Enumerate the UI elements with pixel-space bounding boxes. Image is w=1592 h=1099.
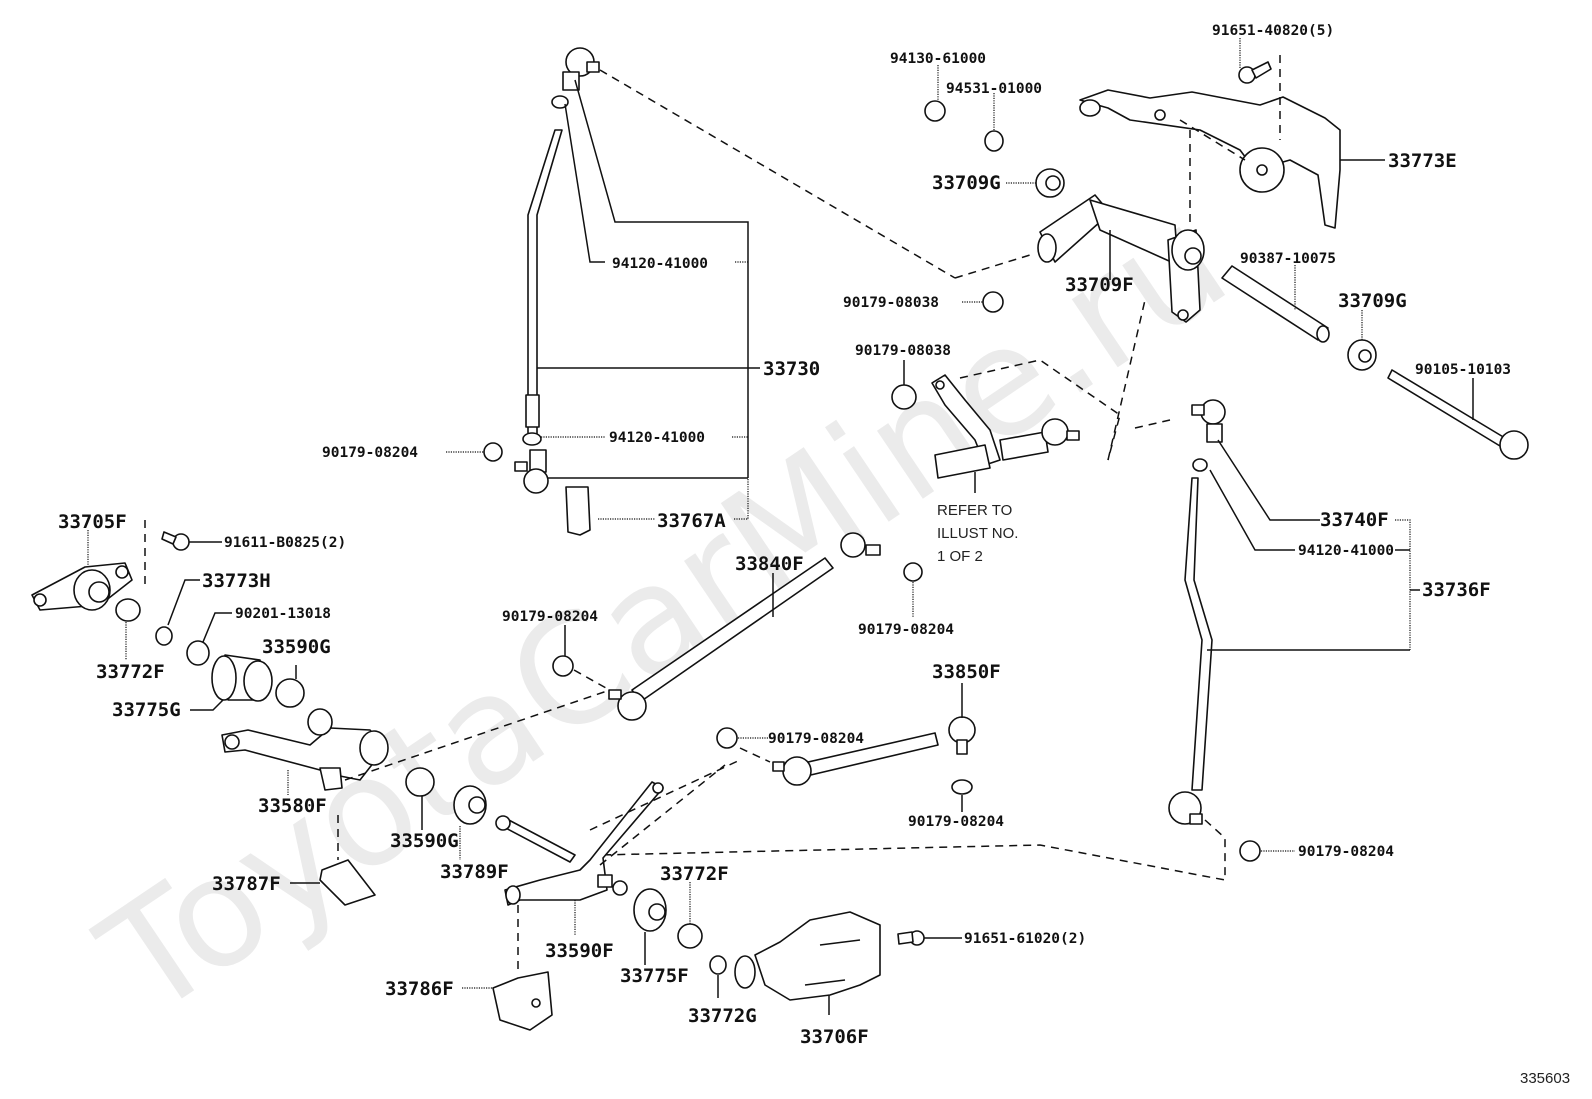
- label-94120-41000-lower: 94120-41000: [609, 430, 705, 446]
- label-90179-08204-left: 90179-08204: [322, 445, 418, 461]
- figure-number: 335603: [1520, 1070, 1570, 1087]
- part-33840F-rod: [608, 532, 881, 721]
- bushing-33709G-top: [1035, 168, 1065, 198]
- part-33850F-rod: [772, 716, 976, 786]
- label-33773H: 33773H: [202, 570, 271, 592]
- part-33773E-bracket: [1079, 89, 1341, 229]
- label-33705F: 33705F: [58, 511, 127, 533]
- bushing-33772F-bottom: [677, 923, 703, 949]
- label-33786F: 33786F: [385, 978, 454, 1000]
- label-90387-10075: 90387-10075: [1240, 251, 1336, 267]
- nut-90179-08204-rod: [716, 727, 738, 749]
- label-94120-41000-upper: 94120-41000: [612, 256, 708, 272]
- label-91651-61020: 91651-61020(2): [964, 931, 1086, 947]
- nut-90179-08038-b: [891, 384, 917, 410]
- label-33709G-top: 33709G: [932, 172, 1001, 194]
- label-90179-08204-under: 90179-08204: [908, 814, 1004, 830]
- bushing-33775F: [633, 888, 667, 932]
- nut-94120-41000-right: [1192, 458, 1208, 472]
- bushing-33590G-lower: [405, 767, 435, 797]
- label-90179-08204-mid-left: 90179-08204: [502, 609, 598, 625]
- part-33580F-arm: [221, 708, 389, 791]
- label-90179-08038-a: 90179-08038: [843, 295, 939, 311]
- pin-90387-10075: [1221, 265, 1330, 343]
- label-33789F: 33789F: [440, 861, 509, 883]
- label-91611-B0825: 91611-B0825(2): [224, 535, 346, 551]
- label-33736F: 33736F: [1422, 579, 1491, 601]
- label-33772F-left: 33772F: [96, 661, 165, 683]
- bolt-90179-08204-under: [951, 779, 973, 795]
- bushing-33789F: [453, 785, 487, 825]
- label-33709F: 33709F: [1065, 274, 1134, 296]
- nut-90179-08204-far-right: [1239, 840, 1261, 862]
- label-94531-01000: 94531-01000: [946, 81, 1042, 97]
- label-33590G-upper: 33590G: [262, 636, 331, 658]
- label-90179-08204-far-right: 90179-08204: [1298, 844, 1394, 860]
- label-33773E: 33773E: [1388, 150, 1457, 172]
- label-91651-40820: 91651-40820(5): [1212, 23, 1334, 39]
- plate-33787F: [319, 859, 376, 906]
- washer-90201-13018: [186, 640, 210, 666]
- nut-90179-08204-mid-left: [552, 655, 574, 677]
- nut-90179-08204-left: [483, 442, 503, 462]
- bushing-33772F-left: [115, 598, 141, 622]
- label-90201-13018: 90201-13018: [235, 606, 331, 622]
- reference-linkage: [931, 374, 1080, 479]
- label-33590G-lower: 33590G: [390, 830, 459, 852]
- part-33706F-housing: [734, 911, 881, 1001]
- nut-90179-08038-a: [982, 291, 1004, 313]
- bolt-91611-B0825: [161, 531, 190, 551]
- part-33730-shift-rod: [525, 47, 600, 436]
- clip-33773H: [155, 626, 173, 646]
- bushing-33709G-right: [1347, 339, 1377, 371]
- label-33772F-bottom: 33772F: [660, 863, 729, 885]
- label-33787F: 33787F: [212, 873, 281, 895]
- label-33590F: 33590F: [545, 940, 614, 962]
- bushing-33775G: [211, 654, 273, 702]
- clip-33772G: [709, 955, 727, 975]
- label-33740F: 33740F: [1320, 509, 1389, 531]
- label-33709G-right: 33709G: [1338, 290, 1407, 312]
- note-line-1: REFER TO: [937, 502, 1012, 519]
- note-line-3: 1 OF 2: [937, 548, 983, 565]
- bolt-91651-40820: [1238, 61, 1272, 84]
- part-33590F-arm: [495, 781, 664, 906]
- nut-94130-61000: [924, 100, 946, 122]
- label-90179-08204-mid-right: 90179-08204: [858, 622, 954, 638]
- label-90179-08038-b: 90179-08038: [855, 343, 951, 359]
- part-33709F-shaft: [1037, 194, 1205, 323]
- label-33772G: 33772G: [688, 1005, 757, 1027]
- label-90179-08204-rod: 90179-08204: [768, 731, 864, 747]
- part-33767A-lower-end: [514, 432, 591, 536]
- nut-90179-08204-mid-right: [903, 562, 923, 582]
- label-94120-41000-right: 94120-41000: [1298, 543, 1394, 559]
- part-33740F-rod-end: [1191, 399, 1226, 443]
- label-33840F: 33840F: [735, 553, 804, 575]
- bolt-91651-61020: [897, 930, 925, 946]
- washer-94531-01000: [984, 130, 1004, 152]
- bushing-33590G-upper: [275, 678, 305, 708]
- label-33850F: 33850F: [932, 661, 1001, 683]
- label-94130-61000: 94130-61000: [890, 51, 986, 67]
- label-33706F: 33706F: [800, 1026, 869, 1048]
- part-33705F-bracket: [31, 562, 133, 611]
- label-90105-10103: 90105-10103: [1415, 362, 1511, 378]
- label-33580F: 33580F: [258, 795, 327, 817]
- bolt-90105-10103: [1387, 369, 1529, 460]
- label-33775F: 33775F: [620, 965, 689, 987]
- label-33775G: 33775G: [112, 699, 181, 721]
- label-33767A: 33767A: [657, 510, 726, 532]
- part-33736F-rod: [1168, 477, 1213, 825]
- plate-33786F: [492, 971, 553, 1031]
- note-line-2: ILLUST NO.: [937, 525, 1018, 542]
- label-33730: 33730: [763, 358, 820, 380]
